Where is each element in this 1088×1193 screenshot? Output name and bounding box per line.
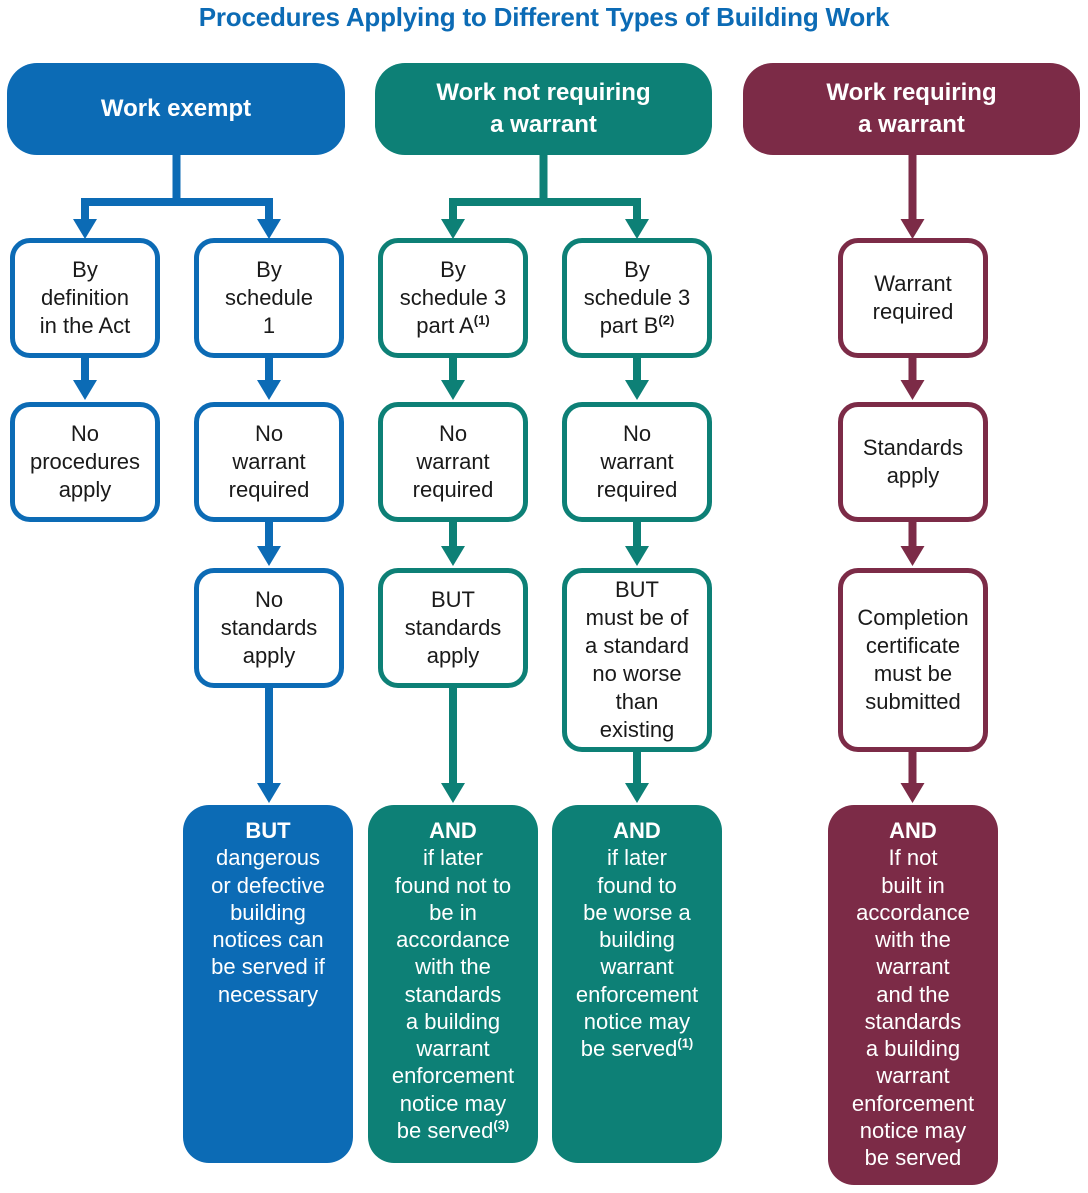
box-by-schedule-3-part-b-label: By schedule 3 part B(2) [583, 257, 691, 338]
box-warrant-required-label: Warrant required [872, 271, 954, 324]
header-work-requiring-warrant-label: Work requiring a warrant [826, 79, 997, 138]
box-by-schedule-1-label: By schedule 1 [224, 257, 314, 338]
outcome-exempt-notices: BUT dangerous or defective building noti… [183, 805, 353, 1163]
box-no-warrant-required-schedule1: No warrant required [194, 402, 344, 522]
box-standards-apply-label: Standards apply [862, 435, 964, 488]
box-by-schedule-3-part-a: By schedule 3 part A(1) [378, 238, 528, 358]
box-no-warrant-required-part-a: No warrant required [378, 402, 528, 522]
header-work-not-requiring-warrant: Work not requiring a warrant [375, 63, 712, 155]
outcome-exempt-body: dangerous or defective building notices … [211, 845, 325, 1007]
outcome-warrant-lead: AND [889, 818, 937, 843]
box-no-procedures-apply-label: No procedures apply [29, 421, 141, 502]
box-by-schedule-3-part-b: By schedule 3 part B(2) [562, 238, 712, 358]
header-work-exempt-label: Work exempt [100, 95, 252, 123]
header-work-exempt: Work exempt [7, 63, 345, 155]
footnote-ref-3: (3) [493, 1117, 510, 1133]
outcome-schedule-3a-body: if later found not to be in accordance w… [391, 845, 515, 1143]
box-but-no-worse-than-existing: BUT must be of a standard no worse than … [562, 568, 712, 752]
box-but-standards-apply: BUT standards apply [378, 568, 528, 688]
box-standards-apply: Standards apply [838, 402, 988, 522]
footnote-ref-1: (1) [473, 312, 490, 328]
header-work-requiring-warrant: Work requiring a warrant [743, 63, 1080, 155]
outcome-schedule-3a-enforcement: AND if later found not to be in accordan… [368, 805, 538, 1163]
box-no-procedures-apply: No procedures apply [10, 402, 160, 522]
box-no-standards-apply: No standards apply [194, 568, 344, 688]
outcome-warrant-body: If not built in accordance with the warr… [851, 845, 975, 1171]
box-by-definition-in-act: By definition in the Act [10, 238, 160, 358]
page-title: Procedures Applying to Different Types o… [198, 2, 890, 32]
outcome-schedule-3b-lead: AND [613, 818, 661, 843]
box-but-standards-apply-label: BUT standards apply [404, 587, 502, 668]
box-by-schedule-1: By schedule 1 [194, 238, 344, 358]
outcome-schedule-3a-lead: AND [429, 818, 477, 843]
box-no-warrant-required-part-a-label: No warrant required [412, 421, 494, 502]
box-by-definition-in-act-label: By definition in the Act [39, 257, 131, 338]
outcome-exempt-lead: BUT [245, 818, 291, 843]
box-no-warrant-required-part-b-label: No warrant required [596, 421, 678, 502]
outcome-schedule-3b-body: if later found to be worse a building wa… [575, 845, 699, 1062]
outcome-schedule-3b-enforcement: AND if later found to be worse a buildin… [552, 805, 722, 1163]
header-work-not-requiring-warrant-label: Work not requiring a warrant [436, 79, 651, 138]
box-completion-certificate-label: Completion certificate must be submitted [857, 605, 969, 714]
box-no-warrant-required-schedule1-label: No warrant required [228, 421, 310, 502]
footnote-ref-1b: (1) [677, 1035, 694, 1051]
box-completion-certificate: Completion certificate must be submitted [838, 568, 988, 752]
footnote-ref-2: (2) [658, 312, 675, 328]
outcome-warrant-enforcement: AND If not built in accordance with the … [828, 805, 998, 1185]
box-no-standards-apply-label: No standards apply [220, 587, 318, 668]
box-warrant-required: Warrant required [838, 238, 988, 358]
box-by-schedule-3-part-a-label: By schedule 3 part A(1) [399, 257, 507, 338]
box-no-warrant-required-part-b: No warrant required [562, 402, 712, 522]
box-but-no-worse-than-existing-label: BUT must be of a standard no worse than … [585, 577, 689, 742]
